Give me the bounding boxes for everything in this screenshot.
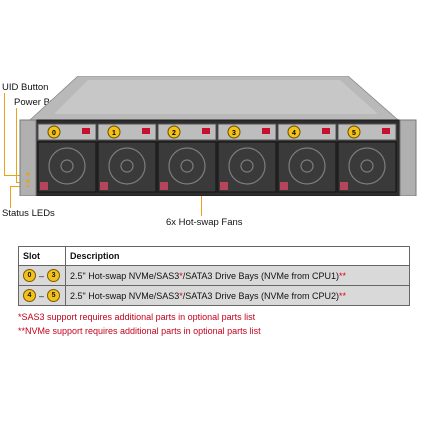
nvme-footnote-mark: **	[338, 290, 346, 301]
fan-icon	[108, 147, 146, 185]
fan-latch	[160, 182, 168, 190]
fan-icon	[348, 147, 386, 185]
fan-latch	[220, 182, 228, 190]
slot-header: Slot	[18, 246, 66, 266]
power-leader-line	[16, 108, 17, 182]
description-text-rest: /SATA3 Drive Bays (NVMe from CPU2)	[182, 290, 339, 301]
bay-badge-5	[347, 125, 361, 139]
description-cell: 2.5" Hot-swap NVMe/SAS3*/SATA3 Drive Bay…	[65, 285, 410, 306]
fan-hub-icon	[240, 159, 254, 173]
bay-number-1: 1	[112, 130, 116, 137]
bay-number-0: 0	[52, 130, 56, 137]
table-row: 4–5 2.5" Hot-swap NVMe/SAS3*/SATA3 Drive…	[18, 285, 410, 306]
fan-latch	[40, 182, 48, 190]
fan-latch	[100, 182, 108, 190]
sas3-footnote-mark: *	[179, 270, 183, 281]
right-rack-ear	[399, 119, 417, 196]
bay-badges: 0 1 2 3 4 5	[47, 125, 361, 139]
release-tab	[322, 128, 330, 134]
slot-dash: –	[39, 290, 45, 301]
release-tab	[82, 128, 90, 134]
slot-badge-start: 4	[23, 289, 36, 302]
status-led-icon	[26, 184, 30, 188]
fans-label: 6x Hot-swap Fans	[166, 217, 243, 228]
release-tab	[382, 128, 390, 134]
release-tab	[142, 128, 150, 134]
fan-latch	[340, 182, 348, 190]
chassis-top-panel	[54, 80, 378, 114]
fan-hub-icon	[120, 159, 134, 173]
slot-cell: 4–5	[18, 285, 66, 306]
nvme-note: **NVMe support requires additional parts…	[18, 326, 261, 336]
fan-icons	[48, 147, 386, 185]
uid-button-icon	[26, 172, 30, 176]
description-text: 2.5" Hot-swap NVMe/SAS3	[70, 290, 180, 301]
table-row: 0–3 2.5" Hot-swap NVMe/SAS3*/SATA3 Drive…	[18, 265, 410, 286]
fan-icon	[228, 147, 266, 185]
fan-icon	[168, 147, 206, 185]
slot-cell: 0–3	[18, 265, 66, 286]
status-leds-label: Status LEDs	[2, 208, 55, 219]
nvme-footnote-mark: **	[338, 270, 346, 281]
fan-icon	[288, 147, 326, 185]
description-header: Description	[65, 246, 410, 266]
server-chassis: 0 1 2 3 4 5	[19, 76, 417, 196]
leds-leader-line	[10, 186, 11, 208]
bay-number-3: 3	[232, 130, 236, 137]
slot-badge-start: 0	[23, 269, 36, 282]
power-button-icon	[26, 179, 30, 183]
fan-latches	[40, 182, 348, 190]
fan-hub-icon	[360, 159, 374, 173]
release-tab	[262, 128, 270, 134]
fan-hub-icon	[60, 159, 74, 173]
sas3-note: *SAS3 support requires additional parts …	[18, 312, 256, 322]
bay-number-5: 5	[352, 130, 356, 137]
slot-table: Slot Description 0–3 2.5" Hot-swap NVMe/…	[18, 246, 410, 306]
bay-badge-3	[227, 125, 241, 139]
uid-button-label: UID Button	[2, 82, 49, 93]
slot-badge-end: 5	[47, 289, 61, 302]
description-text-rest: /SATA3 Drive Bays (NVMe from CPU1)	[182, 270, 339, 281]
bay-badge-0	[47, 125, 61, 139]
fan-latch	[280, 182, 288, 190]
bay-badge-2	[167, 125, 181, 139]
slot-dash: –	[39, 270, 45, 281]
description-cell: 2.5" Hot-swap NVMe/SAS3*/SATA3 Drive Bay…	[65, 265, 410, 286]
table-header-row: Slot Description	[18, 246, 410, 266]
release-tab	[202, 128, 210, 134]
uid-leader-line	[4, 93, 5, 175]
fan-hub-icon	[180, 159, 194, 173]
bay-badge-4	[287, 125, 301, 139]
leds-leader-line-h	[10, 186, 28, 187]
sas3-footnote-mark: *	[179, 290, 183, 301]
drive-bay-release-tabs	[82, 128, 390, 134]
left-rack-ear	[19, 119, 37, 196]
power-button-label: Power Button	[14, 97, 72, 108]
fan-icon	[48, 147, 86, 185]
fan-hub-icon	[300, 159, 314, 173]
slot-badge-end: 3	[47, 269, 61, 282]
bay-number-4: 4	[292, 130, 296, 137]
description-text: 2.5" Hot-swap NVMe/SAS3	[70, 270, 180, 281]
bay-badge-1	[107, 125, 121, 139]
bay-number-2: 2	[172, 130, 176, 137]
